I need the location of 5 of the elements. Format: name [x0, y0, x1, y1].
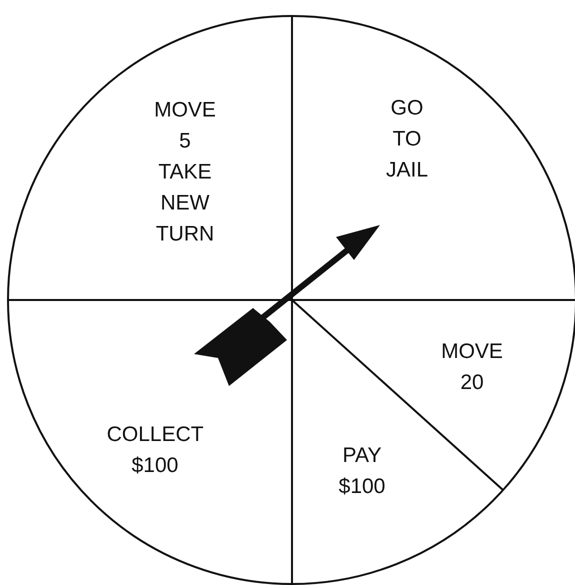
sector-label: MOVE 20 — [441, 339, 503, 396]
sector-label: PAY $100 — [338, 443, 386, 500]
sector-label: MOVE 5 TAKE NEW TURN — [154, 98, 216, 248]
sector-label: GO TO JAIL — [386, 96, 428, 184]
sector-label: COLLECT $100 — [106, 422, 204, 479]
